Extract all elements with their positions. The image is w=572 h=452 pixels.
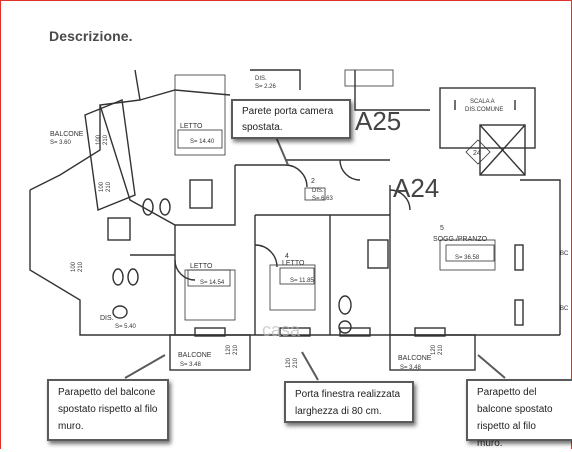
plan-diamond-24 — [465, 139, 491, 165]
plan-label-letto-left-area: S= 14.54 — [200, 280, 225, 286]
plan-wall-inner-1 — [99, 104, 236, 226]
plan-label-bc-2: BC — [560, 306, 569, 312]
plan-label-scala-2: DIS.COMUNE — [465, 107, 503, 113]
plan-scala — [439, 87, 536, 149]
plan-label-letto-center-area: S= 11.85 — [290, 278, 314, 284]
callout-pointer-porta — [301, 351, 319, 381]
plan-label-dis-left: DIS. — [100, 315, 114, 322]
plan-label-letto-center: LETTO — [282, 260, 305, 267]
plan-door-arc-4 — [254, 244, 278, 268]
plan-door-arc-5 — [174, 259, 196, 281]
plan-label-balcone-top: BALCONE — [50, 131, 84, 138]
plan-bed-top — [174, 74, 226, 156]
plan-tag-letto-top — [177, 129, 223, 149]
plan-window-2 — [279, 327, 311, 337]
plan-label-sogg: SOGG./PRANZO — [433, 236, 488, 243]
plan-tag-dis-center — [304, 187, 326, 201]
plan-window-6 — [514, 299, 524, 326]
plan-bidet-3 — [338, 320, 352, 334]
plan-label-letto-top-area: S= 14.40 — [190, 139, 215, 145]
plan-dim-100-1: 100210 — [96, 134, 109, 145]
plan-bidet-2 — [127, 268, 139, 286]
plan-wall-top-left — [29, 69, 141, 191]
plan-label-dis-center: DIS. — [312, 188, 324, 194]
plan-label-letto-left: LETTO — [190, 263, 213, 270]
plan-label-balcone-left: BALCONE — [178, 352, 212, 359]
plan-sink — [112, 305, 128, 319]
plan-tag-sogg — [445, 244, 495, 262]
plan-tag-letto-left — [187, 269, 231, 287]
callout-parapetto-right: Parapetto del balcone spostato rispetto … — [466, 379, 572, 449]
plan-watermark: casa — [262, 320, 301, 340]
callout-pointer-parete — [275, 136, 289, 166]
plan-label-num-2: 2 — [311, 178, 315, 185]
plan-dim-100-2: 100210 — [99, 181, 112, 192]
plan-label-bc-1: BC — [560, 251, 569, 257]
plan-label-scala-1: SCALA A — [470, 99, 495, 105]
plan-wall-right — [520, 179, 561, 335]
plan-label-24: 24 — [473, 150, 481, 157]
plan-window-1 — [194, 327, 226, 337]
plan-label-balcone-left-area: S= 3.48 — [180, 362, 202, 368]
plan-shower-2 — [107, 217, 131, 241]
plan-tag-dis-top — [344, 69, 394, 87]
plan-door-arc-2 — [339, 159, 361, 181]
plan-toilet-1 — [142, 198, 154, 216]
plan-bidet-1 — [159, 198, 171, 216]
plan-bed-center — [269, 264, 316, 311]
plan-dim-120-1: 120210 — [286, 357, 299, 368]
plan-label-letto-top: LETTO — [180, 123, 203, 130]
section-title: Descrizione. — [49, 28, 133, 44]
plan-balcone-left — [169, 334, 251, 371]
plan-toilet-2 — [112, 268, 124, 286]
plan-shower-1 — [189, 179, 213, 209]
plan-wall-left — [29, 190, 175, 336]
plan-balcone-right — [389, 334, 476, 371]
plan-bed-left — [184, 269, 236, 321]
plan-label-dis-center-area: S= 6.63 — [312, 196, 334, 202]
plan-label-a25: A25 — [355, 106, 401, 136]
plan-toilet-3 — [338, 295, 352, 315]
plan-wall-dis-top — [250, 69, 301, 90]
plan-elevator — [479, 124, 526, 176]
callout-porta-finestra: Porta finestra realizzata larghezza di 8… — [284, 381, 414, 423]
plan-balcone-top — [84, 99, 136, 211]
plan-dim-120-2: 120210 — [226, 344, 239, 355]
plan-label-a24: A24 — [393, 173, 439, 203]
plan-door-arc-3 — [389, 189, 411, 211]
plan-label-sogg-area: S= 36.58 — [455, 255, 480, 261]
plan-elevator-diag-2 — [479, 124, 526, 176]
plan-label-num-5: 5 — [440, 225, 444, 232]
plan-shower-3 — [367, 239, 389, 269]
plan-label-balcone-right: BALCONE — [398, 355, 432, 362]
plan-tag-letto-center — [279, 267, 315, 285]
plan-label-balcone-top-area: S= 3.60 — [50, 140, 72, 146]
callout-parete-porta: Parete porta camera spostata. — [231, 99, 351, 139]
plan-wall-a25 — [354, 70, 430, 111]
plan-window-4 — [414, 327, 446, 337]
plan-label-num-4: 4 — [285, 253, 289, 260]
plan-label-dis-top: DIS. — [255, 76, 267, 82]
callout-pointer-parapetto-right — [477, 354, 506, 379]
plan-window-3 — [339, 327, 371, 337]
plan-dim-100-3: 100210 — [71, 261, 84, 272]
plan-window-5 — [514, 244, 524, 271]
plan-label-balcone-right-area: S= 3.48 — [400, 365, 422, 371]
callout-parapetto-left: Parapetto del balcone spostato rispetto … — [47, 379, 169, 441]
plan-table — [439, 239, 496, 271]
plan-wall-top — [139, 89, 231, 101]
plan-label-dis-top-area: S= 2.26 — [255, 84, 277, 90]
plan-dim-120-3: 120210 — [431, 344, 444, 355]
callout-pointer-parapetto-left — [124, 354, 166, 379]
plan-door-arc-1 — [284, 164, 308, 188]
plan-label-dis-left-area: S= 5.40 — [115, 324, 137, 330]
